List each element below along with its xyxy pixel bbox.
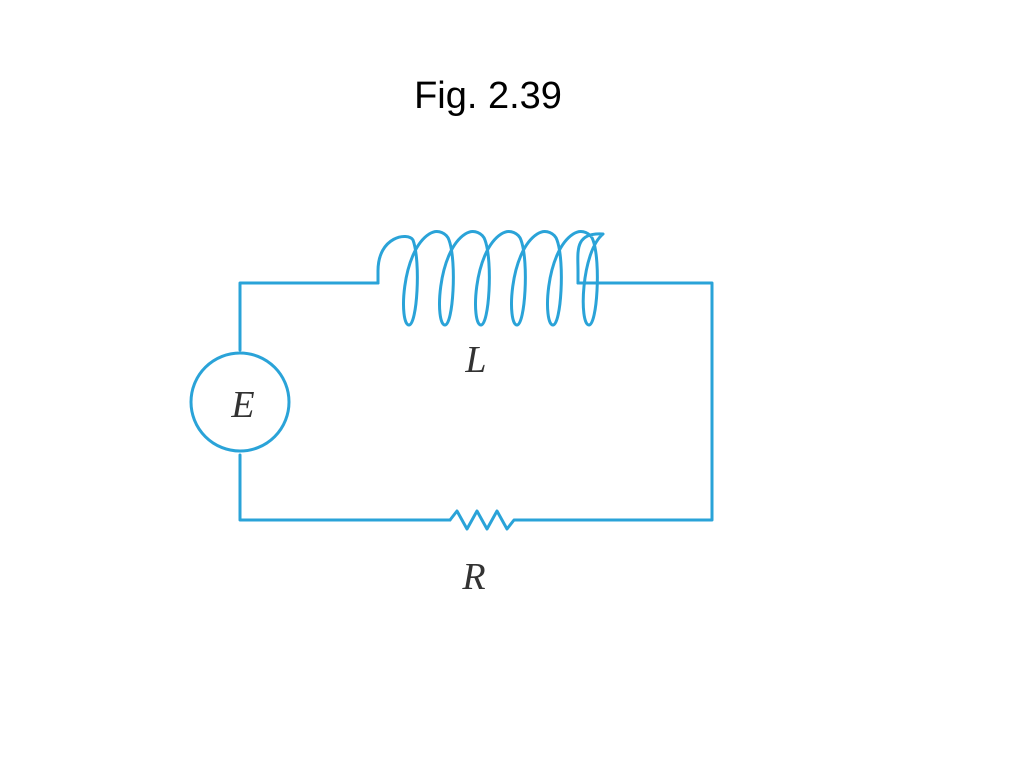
inductor-label: L: [464, 339, 486, 381]
voltage-source-circle: [189, 351, 291, 453]
inductor-coil: [376, 230, 605, 327]
resistor-label: R: [461, 556, 485, 598]
wire-bottom-left: [238, 453, 452, 522]
resistor-zigzag: [448, 509, 522, 531]
figure-title: Fig. 2.39: [414, 75, 562, 117]
wire-top-left: [238, 281, 380, 352]
source-label: E: [230, 384, 254, 426]
wire-top-right: [518, 281, 714, 522]
